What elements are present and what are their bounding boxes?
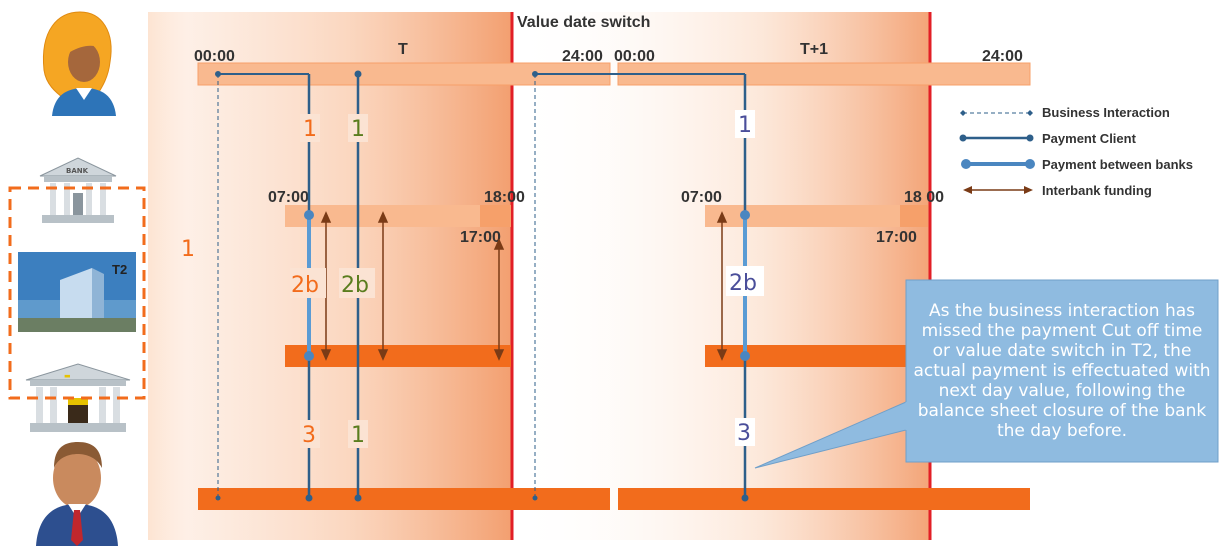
time-t-close: 18:00 bbox=[484, 189, 525, 206]
bank-icon-2: ▬ bbox=[25, 363, 131, 432]
step-orange-2b: 2b bbox=[291, 273, 319, 298]
business-interaction-t1 bbox=[532, 71, 745, 501]
time-t1-start: 00:00 bbox=[614, 48, 655, 65]
time-t-cutoff: 17:00 bbox=[460, 229, 501, 246]
callout-text: As the business interaction has missed t… bbox=[913, 301, 1211, 441]
legend: Business Interaction Payment Client Paym… bbox=[959, 105, 1193, 198]
business-interaction-t bbox=[215, 71, 309, 501]
beneficiary-icon bbox=[36, 442, 118, 546]
t2-building-icon: T2 bbox=[18, 252, 136, 332]
legend-label-business-interaction: Business Interaction bbox=[1042, 105, 1170, 120]
t2-label: T2 bbox=[112, 262, 127, 277]
step-blue-3: 3 bbox=[737, 421, 751, 446]
bank-bar-t bbox=[285, 345, 511, 367]
step-blue-1: 1 bbox=[738, 113, 752, 138]
legend-label-interbank-funding: Interbank funding bbox=[1042, 183, 1152, 198]
step-orange-3: 3 bbox=[302, 423, 316, 448]
interbank-funding-arrows bbox=[320, 211, 728, 361]
bank-hours-bar-t1 bbox=[705, 205, 928, 227]
day-t-left-edge bbox=[148, 12, 188, 540]
beneficiary-bar-t1 bbox=[618, 488, 1030, 510]
time-t-open: 07:00 bbox=[268, 189, 309, 206]
day-t-background bbox=[148, 12, 512, 540]
time-t-start: 00:00 bbox=[194, 48, 235, 65]
day-t1-label: T+1 bbox=[800, 41, 828, 58]
legend-label-payment-client: Payment Client bbox=[1042, 131, 1137, 146]
time-t-end: 24:00 bbox=[562, 48, 603, 65]
time-t1-cutoff: 17:00 bbox=[876, 229, 917, 246]
time-t1-end: 24:00 bbox=[982, 48, 1023, 65]
svg-text:▬: ▬ bbox=[64, 372, 71, 380]
bank-bar-t1 bbox=[705, 345, 910, 367]
legend-label-payment-between-banks: Payment between banks bbox=[1042, 157, 1193, 172]
legend-interbank-funding: Interbank funding bbox=[963, 183, 1152, 198]
bank-sign: BANK bbox=[66, 167, 89, 175]
bank-cutoff-segment-t bbox=[480, 205, 511, 227]
bank-cutoff-segment-t1 bbox=[900, 205, 928, 227]
step-labels: 1 2b 3 1 2b 1 1 2b 3 1 bbox=[181, 110, 764, 448]
step-green-1a: 1 bbox=[351, 117, 365, 142]
day-t1-background bbox=[512, 12, 930, 540]
legend-payment-client: Payment Client bbox=[959, 131, 1137, 146]
legend-payment-between-banks: Payment between banks bbox=[961, 157, 1193, 172]
step-group-1: 1 bbox=[181, 237, 195, 262]
time-t1-close: 18 00 bbox=[904, 189, 944, 206]
value-date-switch-title: Value date switch bbox=[517, 14, 650, 31]
bank-hours-bar-t bbox=[285, 205, 511, 227]
step-blue-2b: 2b bbox=[729, 271, 757, 296]
time-t1-open: 07:00 bbox=[681, 189, 722, 206]
beneficiary-bar-t bbox=[198, 488, 610, 510]
customer-icon bbox=[42, 11, 116, 116]
bank-group-box bbox=[8, 186, 146, 400]
day-t-label: T bbox=[398, 41, 408, 58]
legend-business-interaction: Business Interaction bbox=[960, 105, 1170, 120]
callout-bubble bbox=[754, 279, 1219, 469]
step-green-2b: 2b bbox=[341, 273, 369, 298]
bank-icon: BANK bbox=[36, 152, 120, 228]
step-green-1b: 1 bbox=[351, 423, 365, 448]
step-orange-1: 1 bbox=[303, 117, 317, 142]
